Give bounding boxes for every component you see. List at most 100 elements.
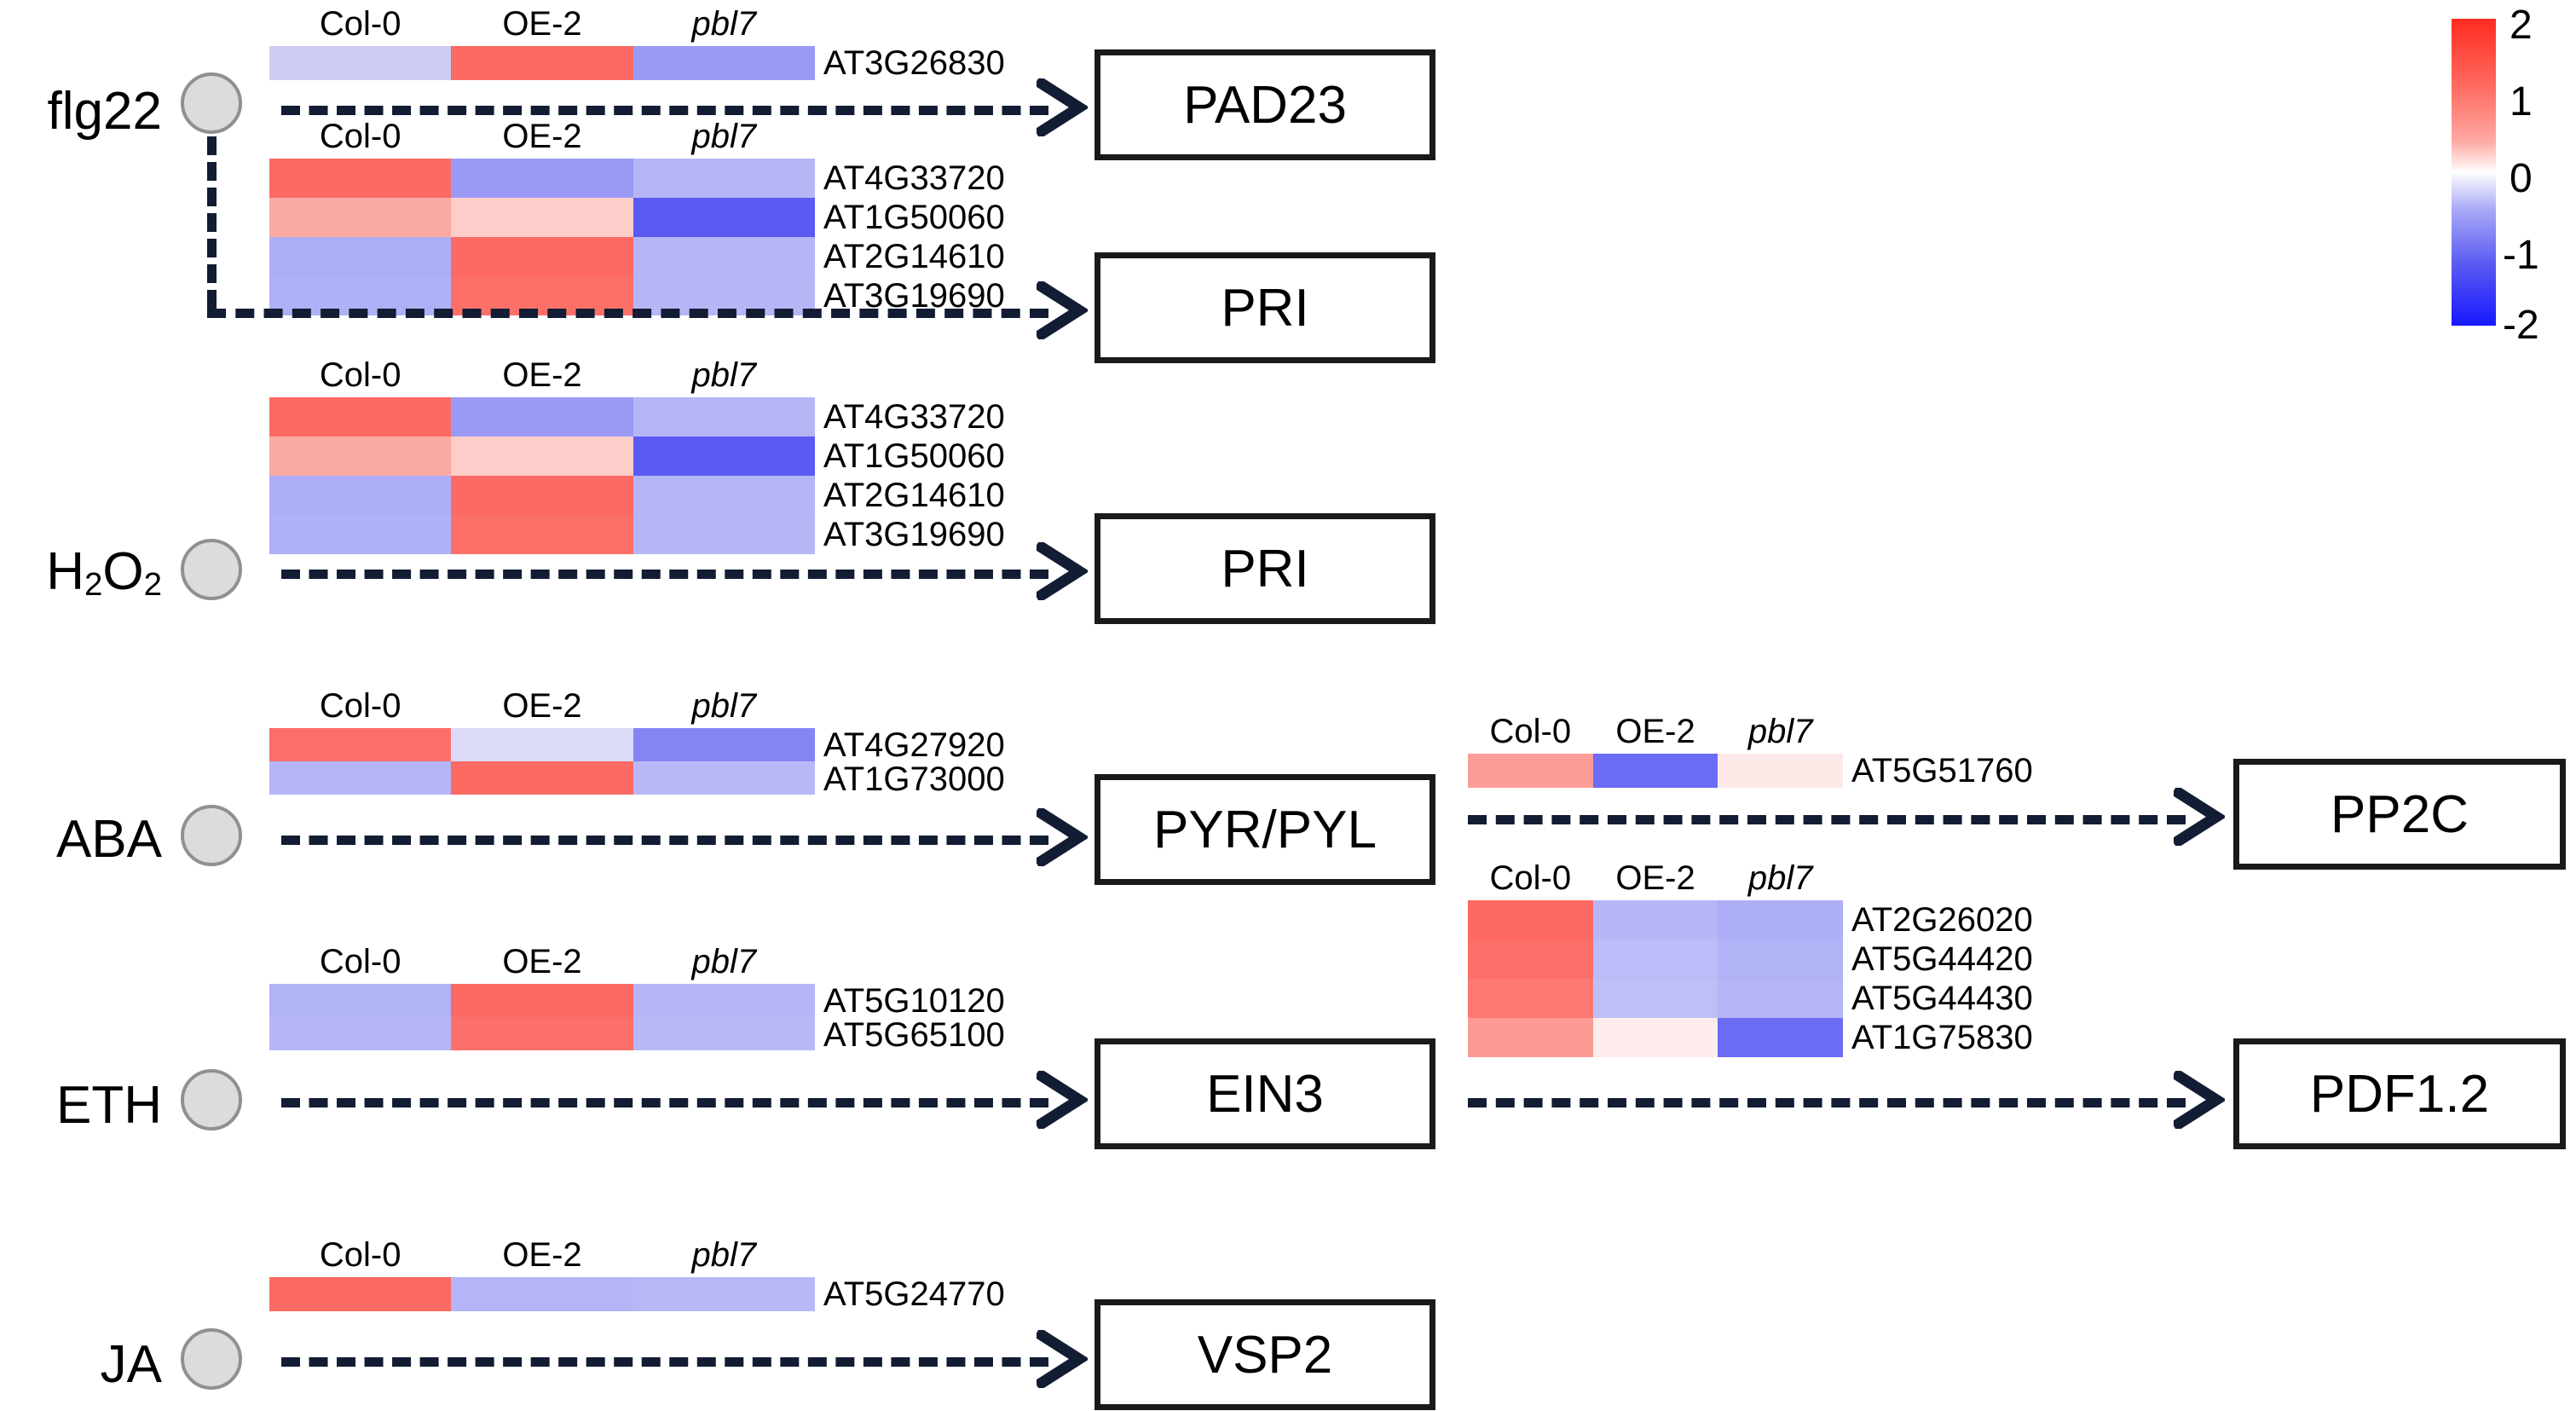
heatmap-row [269,728,815,761]
heatmap-cell [269,515,452,554]
heatmap-cell [1468,1018,1593,1057]
heatmap-row [269,198,815,237]
col-header-col0: Col-0 [319,356,401,394]
heatmap-cell [451,397,633,437]
stimulus-node-ja[interactable] [181,1328,242,1390]
col-header-pbl7: pbl7 [691,118,757,155]
heatmap-row [269,159,815,198]
col-header-col0: Col-0 [1489,713,1572,750]
heatmap-cell [1592,754,1718,788]
heatmap-cell [269,728,452,761]
column-headers-pad23: Col-0 OE-2 pbl7 [269,7,815,41]
heatmap-row [269,397,815,437]
col-header-oe2: OE-2 [502,356,582,394]
colorbar-tick-minus1: -1 [2503,233,2539,278]
heatmap-row [269,984,815,1017]
heatmap-cell [451,1277,633,1311]
heatmap-row [1468,940,1844,979]
stimulus-node-aba[interactable] [181,805,242,866]
column-headers-vsp2: Col-0 OE-2 pbl7 [269,1238,815,1272]
branch-line-flg22 [207,136,217,309]
column-headers-pri-flg22: Col-0 OE-2 pbl7 [269,119,815,153]
heatmap-cell [1592,1018,1718,1057]
colorbar-tick-0: 0 [2510,156,2533,201]
pad23-heatmap [269,46,815,80]
gene-labels-pyr-pyl: AT4G27920 AT1G73000 [823,726,1005,798]
pathway-box-pad23[interactable]: PAD23 [1095,49,1435,160]
arrow-eth-to-ein3 [281,1098,1048,1107]
pathway-box-pri-flg22[interactable]: PRI [1095,252,1435,363]
gene-id: AT3G19690 [823,516,1005,553]
heatmap-cell [451,159,633,198]
col-header-col0: Col-0 [319,5,401,43]
heatmap-cell [451,476,633,515]
pp2c-heatmap [1468,754,1844,788]
heatmap-cell [269,1017,452,1050]
heatmap-cell [1468,754,1593,788]
pyr-pyl-heatmap [269,728,815,795]
stimulus-label-aba: ABA [55,810,162,869]
gene-id: AT5G44420 [1851,940,2033,978]
gene-id: AT5G24770 [823,1275,1005,1313]
colorbar-tick-1: 1 [2510,79,2533,124]
col-header-oe2: OE-2 [502,5,582,43]
heatmap-cell [632,397,815,437]
heatmap-cell [1468,940,1593,979]
pathway-box-vsp2[interactable]: VSP2 [1095,1299,1435,1410]
gene-id: AT1G50060 [823,437,1005,475]
gene-id: AT3G19690 [823,277,1005,315]
gene-labels-pp2c: AT5G51760 [1851,754,2033,788]
heatmap-cell [269,46,452,80]
gene-id: AT2G14610 [823,477,1005,514]
heatmap-row [269,1017,815,1050]
col-header-pbl7: pbl7 [691,5,757,43]
heatmap-row [269,515,815,554]
gene-labels-vsp2: AT5G24770 [823,1277,1005,1311]
gene-id: AT4G33720 [823,159,1005,197]
heatmap-cell [1718,979,1844,1018]
heatmap-cell [269,1277,452,1311]
stimulus-node-h2o2[interactable] [181,539,242,600]
heatmap-cell [632,1017,815,1050]
gene-id: AT5G65100 [823,1016,1005,1054]
gene-id: AT5G44430 [1851,980,2033,1017]
heatmap-cell [1592,979,1718,1018]
arrow-eth-to-pdf12 [1468,1098,2186,1107]
gene-id: AT1G75830 [1851,1019,2033,1056]
pathway-box-pdf12[interactable]: PDF1.2 [2233,1038,2566,1149]
heatmap-cell [451,984,633,1017]
ein3-heatmap [269,984,815,1050]
pathway-box-pri-h2o2[interactable]: PRI [1095,513,1435,624]
pdf12-heatmap [1468,900,1844,1057]
col-header-pbl7: pbl7 [1747,713,1813,750]
gene-labels-ein3: AT5G10120 AT5G65100 [823,984,1005,1054]
heatmap-row [269,437,815,476]
heatmap-cell [632,237,815,276]
stimulus-node-flg22[interactable] [181,72,242,134]
pathway-box-pyr-pyl[interactable]: PYR/PYL [1095,774,1435,885]
col-header-pbl7: pbl7 [1747,859,1813,897]
pathway-box-pp2c[interactable]: PP2C [2233,759,2566,870]
heatmap-cell [269,237,452,276]
gene-id: AT1G50060 [823,199,1005,236]
heatmap-cell [1718,754,1844,788]
stimulus-node-eth[interactable] [181,1069,242,1131]
heatmap-cell [1592,940,1718,979]
gene-id: AT1G73000 [823,760,1005,798]
heatmap-row [1468,754,1844,788]
heatmap-cell [451,237,633,276]
heatmap-cell [1718,940,1844,979]
heatmap-cell [632,476,815,515]
arrow-h2o2-to-pri [281,570,1048,579]
gene-id: AT4G27920 [823,726,1005,764]
col-header-pbl7: pbl7 [691,1236,757,1274]
colorbar-tick-minus2: -2 [2503,303,2539,348]
heatmap-cell [632,198,815,237]
heatmap-cell [1718,900,1844,940]
stimulus-label-h2o2: H2O2 [46,542,162,603]
col-header-oe2: OE-2 [502,687,582,725]
stimulus-label-ja: JA [100,1335,162,1394]
arrow-ja-to-vsp2 [281,1357,1048,1367]
pathway-box-ein3[interactable]: EIN3 [1095,1038,1435,1149]
